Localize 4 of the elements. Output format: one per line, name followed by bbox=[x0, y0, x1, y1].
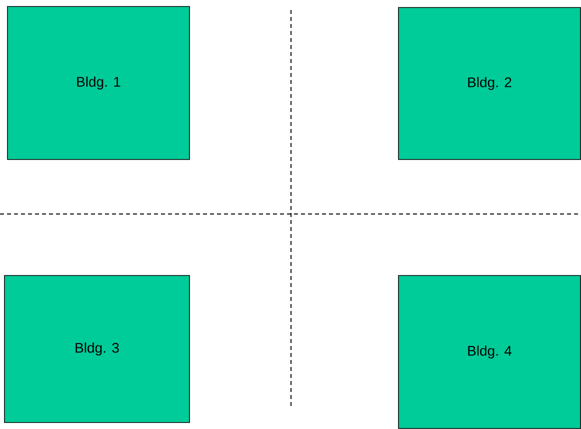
building-box: Bldg. 2 bbox=[398, 7, 581, 160]
building-box: Bldg. 4 bbox=[398, 275, 581, 429]
building-box: Bldg. 3 bbox=[4, 275, 190, 423]
building-box: Bldg. 1 bbox=[7, 6, 190, 160]
